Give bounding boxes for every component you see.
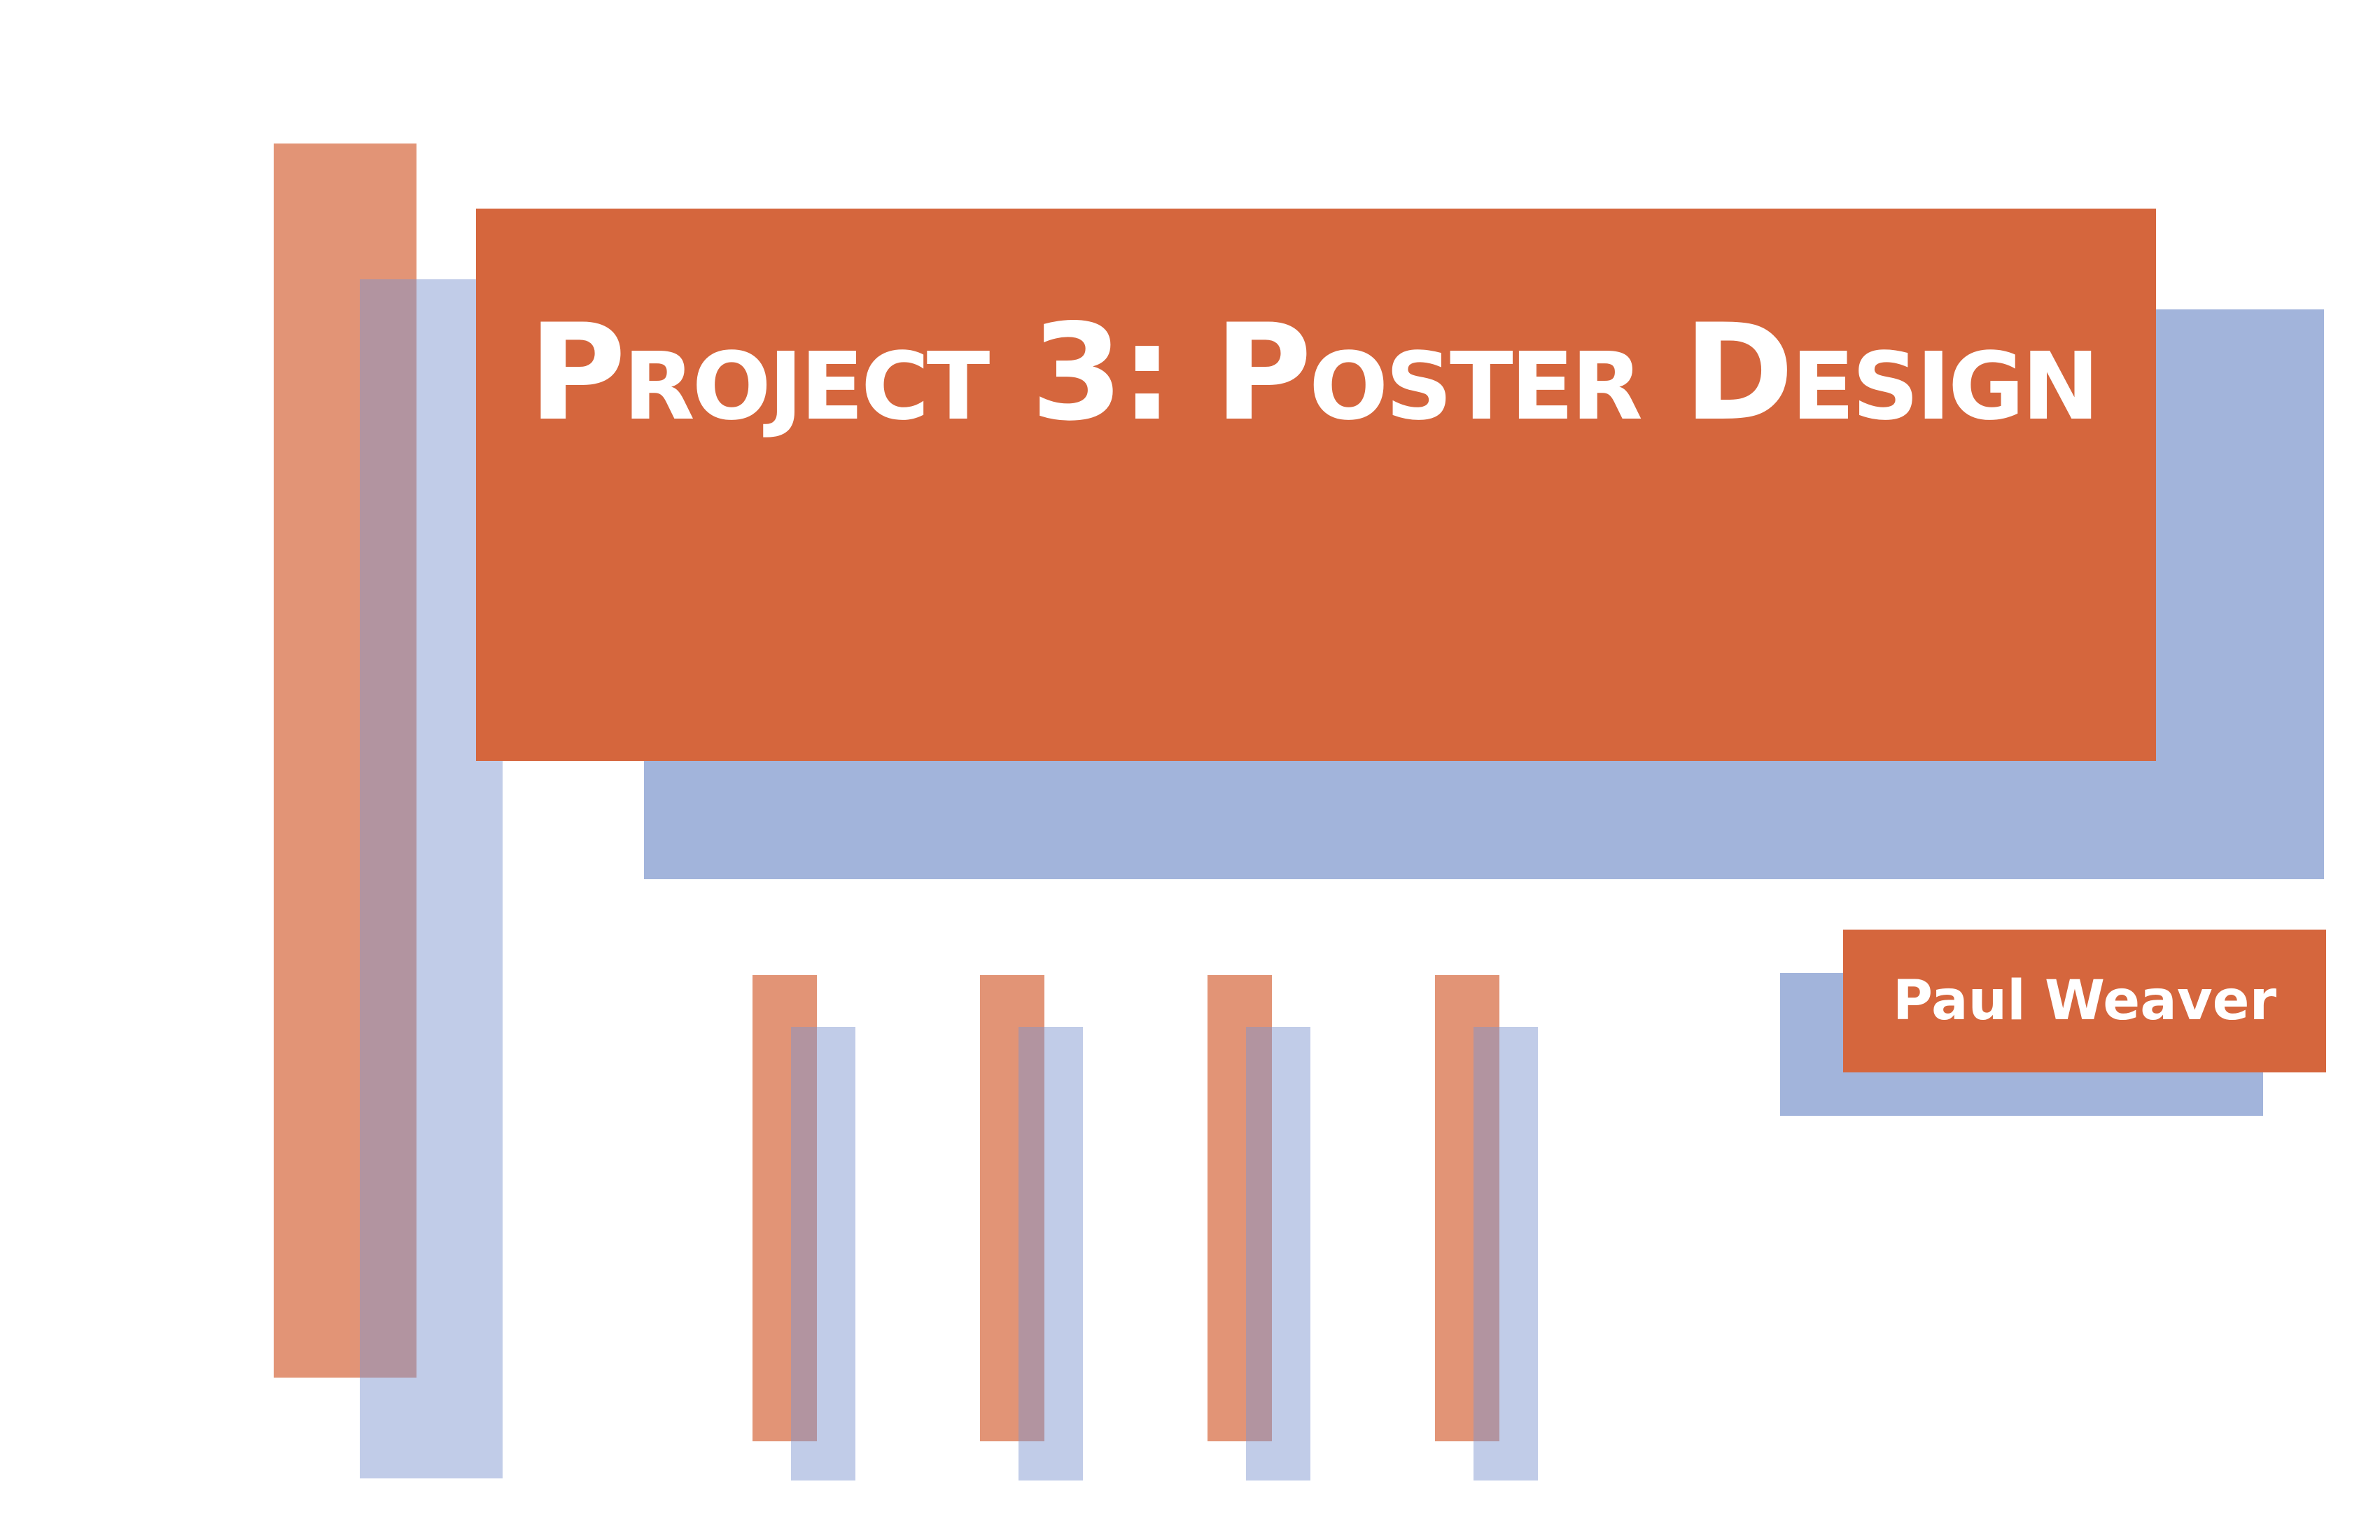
small-blue-bar: [791, 1027, 855, 1480]
title-block: Project 3: Poster Design: [476, 209, 2156, 761]
small-orange-bar: [1208, 975, 1272, 1441]
small-blue-bar: [1474, 1027, 1538, 1480]
page-title: Project 3: Poster Design: [528, 295, 2099, 450]
left-orange-bar: [274, 144, 416, 1378]
small-orange-bar: [980, 975, 1044, 1441]
author-label: Paul Weaver: [1843, 930, 2326, 1072]
small-blue-bar: [1246, 1027, 1310, 1480]
small-orange-bar: [752, 975, 817, 1441]
small-orange-bar: [1435, 975, 1499, 1441]
author-name: Paul Weaver: [1892, 969, 2277, 1032]
small-blue-bar: [1018, 1027, 1083, 1480]
